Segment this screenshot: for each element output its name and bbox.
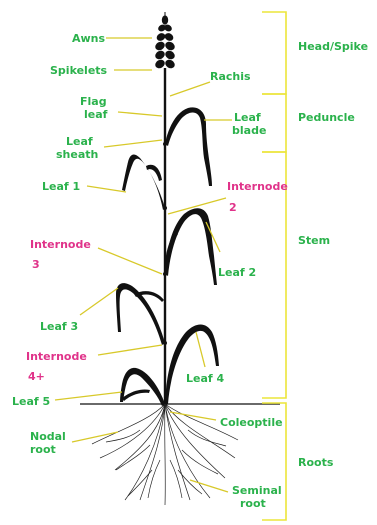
bracket-head-spike <box>262 12 286 94</box>
label-leaf-blade-line-1: Leaf <box>234 111 261 124</box>
spike-head <box>154 12 177 70</box>
leader-nodal-root <box>72 432 118 442</box>
leaf-2 <box>165 208 217 285</box>
leader-internode-4 <box>98 345 162 355</box>
label-leaf-5: Leaf 5 <box>12 395 50 408</box>
leaf-5 <box>120 368 165 406</box>
label-leaf-blade-line-2: blade <box>232 124 266 137</box>
label-awns: Awns <box>72 32 106 45</box>
label-leaf-sheath-line-1: Leaf <box>66 135 93 148</box>
section-peduncle: Peduncle <box>298 111 355 124</box>
leader-leaf-4 <box>196 332 205 367</box>
label-leaf-1: Leaf 1 <box>42 180 80 193</box>
leader-leaf-3 <box>80 288 118 315</box>
leader-internode-3 <box>98 248 162 274</box>
root-system <box>92 404 238 505</box>
leader-leaf-5 <box>55 392 122 400</box>
section-labels: Head/Spike Peduncle Stem Roots <box>298 40 368 469</box>
bracket-peduncle <box>262 94 286 152</box>
label-spikelets: Spikelets <box>50 64 108 77</box>
label-leaf-4: Leaf 4 <box>186 372 225 385</box>
leaf-4 <box>165 325 219 405</box>
flag-leaf <box>165 107 212 186</box>
label-leaf-2: Leaf 2 <box>218 266 256 279</box>
label-flag-leaf-line-1: Flag <box>80 95 107 108</box>
leader-rachis <box>170 82 210 96</box>
label-internode-3-line-2: 3 <box>32 258 40 271</box>
label-coleoptile: Coleoptile <box>220 416 283 429</box>
label-leaf-3: Leaf 3 <box>40 320 78 333</box>
label-internode-4-line-2: 4+ <box>28 370 45 383</box>
label-flag-leaf-line-2: leaf <box>84 108 108 121</box>
section-stem: Stem <box>298 234 330 247</box>
label-internode-2-line-2: 2 <box>229 201 237 214</box>
label-nodal-root-line-1: Nodal <box>30 430 66 443</box>
leaf-1 <box>122 155 165 210</box>
leaf-1-tip <box>146 165 162 181</box>
section-brackets <box>262 12 286 520</box>
label-seminal-root-line-1: Seminal <box>232 484 282 497</box>
label-rachis: Rachis <box>210 70 251 83</box>
leader-leaf-sheath <box>104 140 162 147</box>
label-leaf-sheath-line-2: sheath <box>56 148 98 161</box>
leader-seminal-root <box>190 480 228 492</box>
leader-leaf-1 <box>87 186 126 192</box>
leaf-5-sheath <box>122 389 150 401</box>
section-roots: Roots <box>298 456 334 469</box>
label-internode-3-line-1: Internode <box>30 238 91 251</box>
wheat-plant-illustration <box>80 12 280 505</box>
label-nodal-root-line-2: root <box>30 443 56 456</box>
label-seminal-root-line-2: root <box>240 497 266 510</box>
leader-flag-leaf <box>118 112 162 116</box>
part-labels: Awns Spikelets Rachis Flag leaf Leaf bla… <box>12 32 288 510</box>
label-internode-4-line-1: Internode <box>26 350 87 363</box>
section-head-spike: Head/Spike <box>298 40 368 53</box>
label-internode-2-line-1: Internode <box>227 180 288 193</box>
